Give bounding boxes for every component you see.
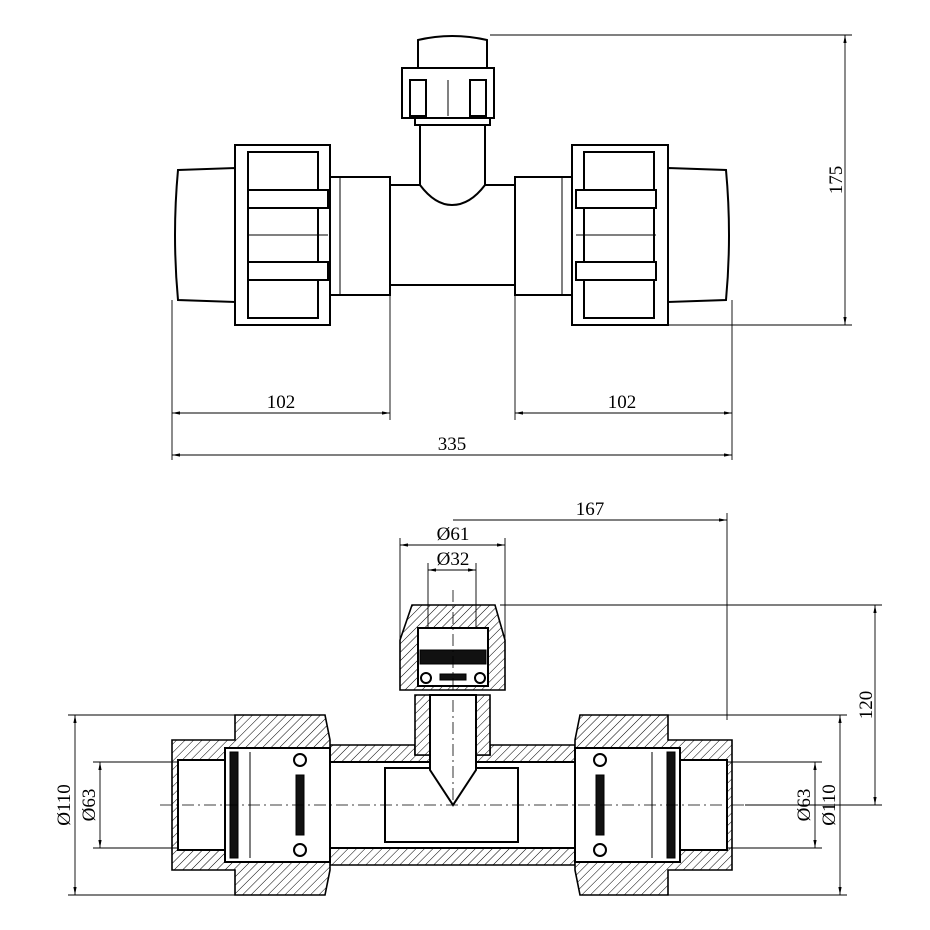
branch-elbow [419, 124, 486, 207]
top-view: 175 102 102 335 [171, 34, 852, 460]
right-socket [514, 176, 573, 296]
dim-right-outer-label: Ø110 [819, 784, 840, 826]
dim-branch-offset-label: 167 [576, 499, 605, 520]
branch-nut-section [399, 604, 506, 691]
branch-cap [417, 35, 488, 69]
left-nut [234, 144, 331, 326]
left-socket [329, 176, 391, 296]
dim-right-inner-label: Ø63 [794, 789, 815, 822]
section-view: 167 Ø61 Ø32 120 Ø110 Ø63 Ø63 Ø110 [54, 499, 882, 896]
right-nut [571, 144, 669, 326]
branch-nut [401, 67, 495, 119]
dim-total-length-label: 335 [438, 434, 467, 455]
dim-branch-inner-label: Ø32 [437, 549, 470, 570]
dim-left-inner-label: Ø63 [79, 789, 100, 822]
dim-left-outer-label: Ø110 [54, 784, 75, 826]
dim-branch-height-label: 120 [856, 691, 877, 720]
dim-branch-outer-label: Ø61 [437, 524, 470, 545]
right-end-cap [667, 166, 730, 304]
left-end-cap [174, 166, 236, 304]
dim-left-socket-label: 102 [267, 392, 296, 413]
dim-right-socket-label: 102 [608, 392, 637, 413]
dim-height-label: 175 [826, 166, 847, 195]
